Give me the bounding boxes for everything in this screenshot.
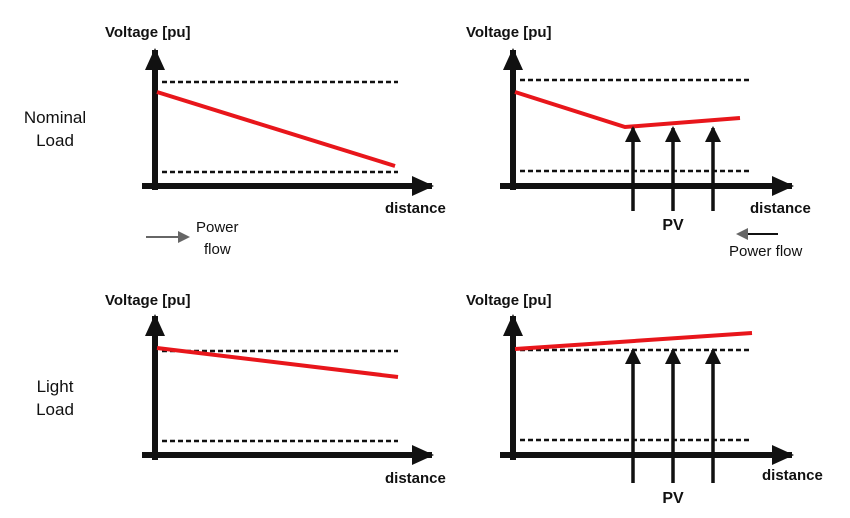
panel-light-pv: Voltage [pu] PV distance xyxy=(466,292,823,507)
power-flow-label-line1: Power xyxy=(196,219,239,236)
x-axis-label: distance xyxy=(385,470,446,487)
panel-nominal-no-pv: Voltage [pu] distance Power flow xyxy=(105,24,446,258)
x-axis-label: distance xyxy=(750,200,811,217)
y-axis-label: Voltage [pu] xyxy=(466,292,552,309)
y-axis-label: Voltage [pu] xyxy=(105,24,191,41)
power-flow-label-line2: flow xyxy=(204,241,231,258)
row-label-nominal-line1: Nominal xyxy=(24,108,86,127)
row-label-light-line2: Load xyxy=(36,400,74,419)
pv-label: PV xyxy=(662,490,684,507)
power-flow-label: Power flow xyxy=(729,243,803,260)
y-axis-label: Voltage [pu] xyxy=(466,24,552,41)
panel-light-no-pv: Voltage [pu] distance xyxy=(105,292,446,487)
row-label-nominal-line2: Load xyxy=(36,131,74,150)
voltage-profile-line xyxy=(514,331,753,351)
y-axis-label: Voltage [pu] xyxy=(105,292,191,309)
voltage-profile-line xyxy=(156,90,396,168)
voltage-profile-line xyxy=(514,90,741,130)
panel-nominal-pv: Voltage [pu] PV distance Power flow xyxy=(466,24,811,260)
pv-label: PV xyxy=(662,217,684,234)
x-axis-label: distance xyxy=(385,200,446,217)
x-axis-label: distance xyxy=(762,467,823,484)
row-label-light-line1: Light xyxy=(37,377,74,396)
voltage-profile-line xyxy=(156,346,399,379)
